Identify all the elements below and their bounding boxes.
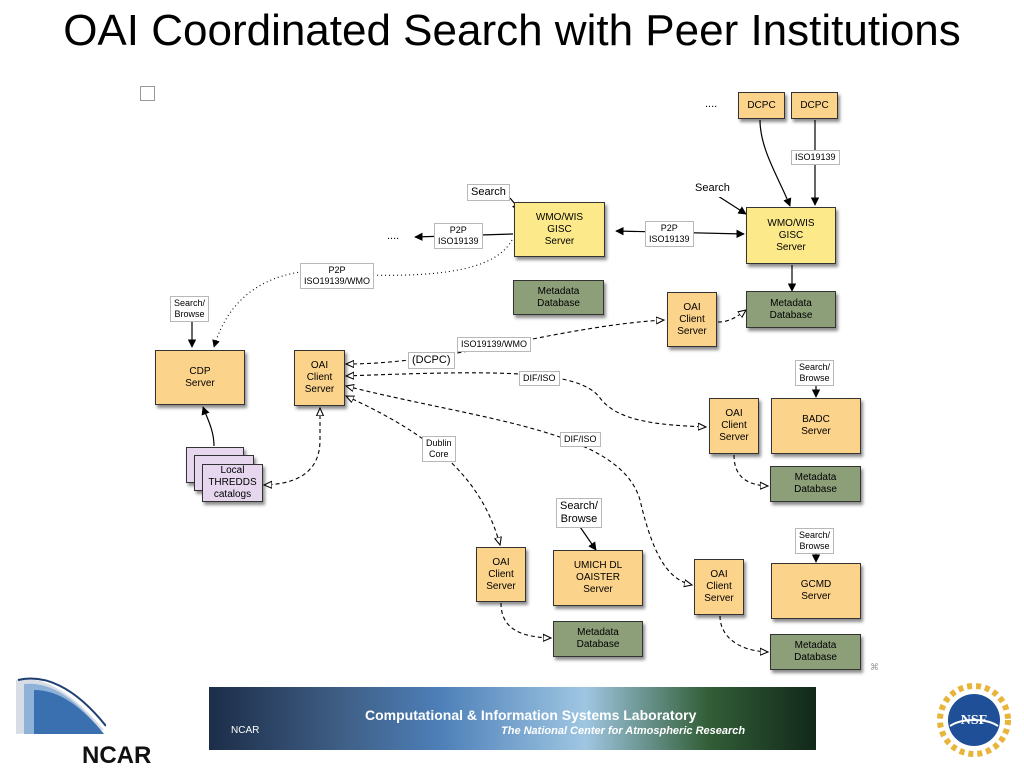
- umich-oaister-server[interactable]: UMICH DL OAISTER Server: [553, 550, 643, 606]
- label-dif-iso-2: DIF/ISO: [560, 432, 601, 447]
- dcpc1-to-gisc-right: [759, 119, 792, 207]
- gisc-center-to-cdp-dotted: [212, 239, 513, 348]
- metadata-database-umich[interactable]: Metadata Database: [553, 621, 643, 657]
- wmo-gisc-server-right[interactable]: WMO/WIS GISC Server: [746, 207, 836, 264]
- thredds-to-cdp: [201, 406, 215, 447]
- local-thredds-catalogs[interactable]: Local THREDDS catalogs: [202, 464, 263, 502]
- dcpc-node-2[interactable]: DCPC: [791, 92, 838, 119]
- slide-title: OAI Coordinated Search with Peer Institu…: [63, 6, 961, 55]
- dots-top: ....: [705, 98, 718, 110]
- metadata-database-right[interactable]: Metadata Database: [746, 291, 836, 328]
- ncar-oai-to-thredds: [264, 408, 320, 485]
- oai-client-server-gcmd[interactable]: OAI Client Server: [694, 559, 744, 615]
- umich-oai-to-db: [500, 602, 551, 638]
- banner-ncar-text: NCAR: [231, 725, 260, 736]
- label-p2p-wmo: P2P ISO19139/WMO: [300, 263, 375, 289]
- label-search-browse-badc: Search/ Browse: [795, 360, 835, 386]
- badc-server[interactable]: BADC Server: [771, 398, 861, 454]
- ncar-oai-to-umich-oai: [346, 396, 500, 545]
- gcmd-server[interactable]: GCMD Server: [771, 563, 861, 619]
- cdp-server[interactable]: CDP Server: [155, 350, 245, 405]
- ncar-logo-icon: [16, 677, 106, 734]
- label-p2p-mid: P2P ISO19139: [645, 221, 694, 247]
- banner-title: Computational & Information Systems Labo…: [365, 707, 697, 723]
- ncar-logo-text: NCAR: [82, 742, 152, 769]
- label-search-right: Search: [691, 180, 734, 197]
- label-iso19139-wmo: ISO19139/WMO: [457, 337, 532, 352]
- label-dublin-core: Dublin Core: [422, 436, 456, 462]
- nsf-logo-icon: NSF: [937, 683, 1011, 757]
- label-search-browse-gcmd: Search/ Browse: [795, 528, 835, 554]
- label-dif-iso-1: DIF/ISO: [519, 371, 560, 386]
- dcpc-node-1[interactable]: DCPC: [738, 92, 785, 119]
- badc-oai-to-db: [733, 454, 768, 486]
- label-iso19139-top: ISO19139: [791, 150, 840, 165]
- label-search-browse-cdp: Search/ Browse: [170, 296, 210, 322]
- nsf-logo-text: NSF: [961, 713, 987, 728]
- dots-left: ....: [387, 230, 400, 242]
- cisl-banner: NCAR Computational & Information Systems…: [209, 687, 816, 750]
- metadata-database-badc[interactable]: Metadata Database: [770, 466, 861, 502]
- label-p2p-left: P2P ISO19139: [434, 223, 483, 249]
- gcmd-oai-to-db: [719, 615, 768, 652]
- resize-handle-icon: ⌘: [870, 662, 879, 672]
- placeholder-square: [140, 86, 155, 101]
- oai-upper-to-db-right: [717, 310, 746, 323]
- label-search-browse-umich: Search/ Browse: [556, 498, 602, 528]
- wmo-gisc-server-center[interactable]: WMO/WIS GISC Server: [514, 202, 605, 257]
- label-dcpc-paren: (DCPC): [408, 352, 455, 369]
- metadata-database-center[interactable]: Metadata Database: [513, 280, 604, 315]
- oai-client-server-badc[interactable]: OAI Client Server: [709, 398, 759, 454]
- search-to-gisc-right: [717, 195, 747, 215]
- oai-client-server-ncar[interactable]: OAI Client Server: [294, 350, 345, 406]
- banner-subtitle: The National Center for Atmospheric Rese…: [501, 725, 746, 737]
- oai-client-server-upper[interactable]: OAI Client Server: [667, 292, 717, 347]
- label-search-center: Search: [467, 184, 510, 201]
- metadata-database-gcmd[interactable]: Metadata Database: [770, 634, 861, 670]
- oai-client-server-umich[interactable]: OAI Client Server: [476, 547, 526, 602]
